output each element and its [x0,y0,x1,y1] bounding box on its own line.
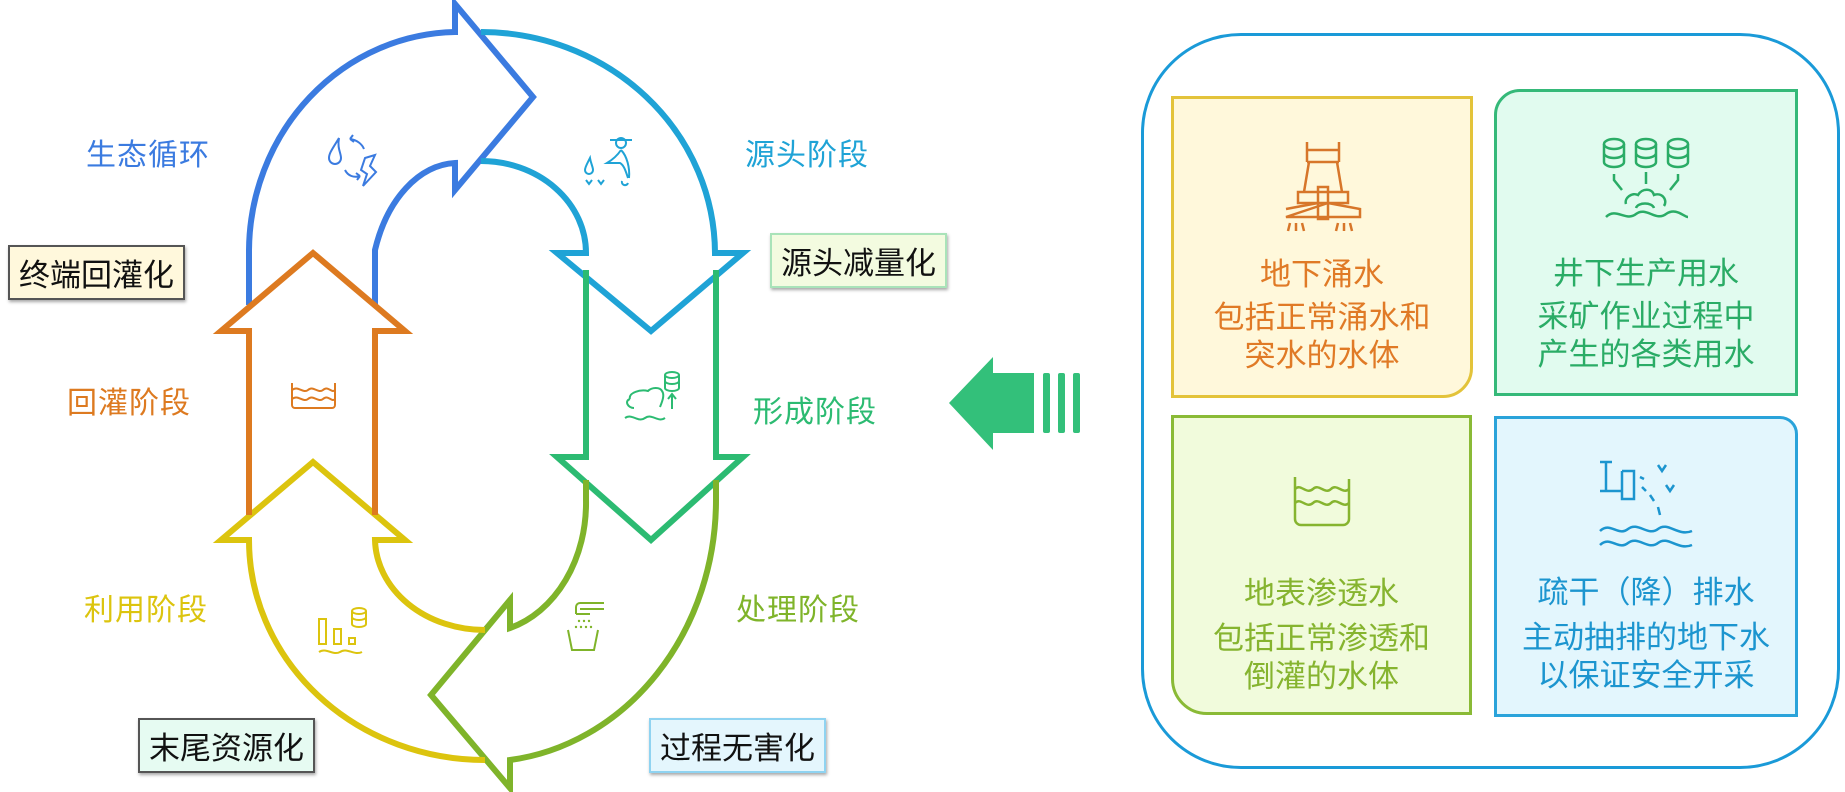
goal-tail-resource: 末尾资源化 [138,718,315,773]
tile-desc-line1: 采矿作业过程中 [1537,299,1755,335]
tile-underground-inflow: 地下涌水 包括正常涌水和 突水的水体 [1171,96,1473,398]
stage-label-utilization: 利用阶段 [84,593,208,628]
tile-title: 地下涌水 [1260,257,1384,293]
tile-title: 井下生产用水 [1553,256,1739,292]
arrow-reinjection [212,249,414,515]
tile-desc-line1: 包括正常渗透和 [1213,621,1430,657]
stage-label-formation: 形成阶段 [753,395,877,430]
arrow-eco-cycle [246,0,537,305]
tile-desc-line1: 包括正常涌水和 [1213,300,1431,336]
tile-desc-line2: 倒灌的水体 [1244,659,1399,695]
stage-label-treatment: 处理阶段 [736,593,860,628]
stage-label-reinjection: 回灌阶段 [67,386,191,421]
arrow-formation [549,270,751,545]
tile-surface-seepage: 地表渗透水 包括正常渗透和 倒灌的水体 [1171,415,1472,715]
production-water-icon [1602,137,1690,219]
stage-label-source: 源头阶段 [745,138,869,173]
tile-drainage: 疏干（降）排水 主动抽排的地下水 以保证安全开采 [1494,416,1798,717]
arrow-source [480,29,752,335]
goal-process-harmless: 过程无害化 [649,718,826,773]
water-tank-icon [1293,477,1350,527]
stage-label-eco: 生态循环 [86,138,210,173]
mining-drill-icon [1285,142,1362,232]
drainage-pipe-icon [1599,460,1693,548]
water-formation-icon [624,371,680,421]
water-source-panel [1141,33,1840,769]
goal-source-reduction: 源头减量化 [770,233,947,288]
arrow-treatment [427,480,719,792]
arrow-left-icon [949,357,1080,450]
tile-desc-line2: 产生的各类用水 [1537,337,1755,373]
usage-chart-icon [318,607,367,654]
tile-title: 疏干（降）排水 [1537,575,1755,611]
filter-tap-icon [567,602,604,651]
water-tank-icon [291,383,336,409]
tile-title: 地表渗透水 [1244,576,1399,612]
tile-desc-line2: 以保证安全开采 [1537,658,1755,694]
tile-desc-line2: 突水的水体 [1244,338,1400,374]
arrow-utilization [212,458,486,763]
tile-desc-line1: 主动抽排的地下水 [1522,620,1770,656]
worker-icon [583,137,632,187]
tile-production-water: 井下生产用水 采矿作业过程中 产生的各类用水 [1494,89,1798,396]
goal-terminal-reinjection: 终端回灌化 [8,245,185,300]
water-cycle-icon [327,134,378,187]
